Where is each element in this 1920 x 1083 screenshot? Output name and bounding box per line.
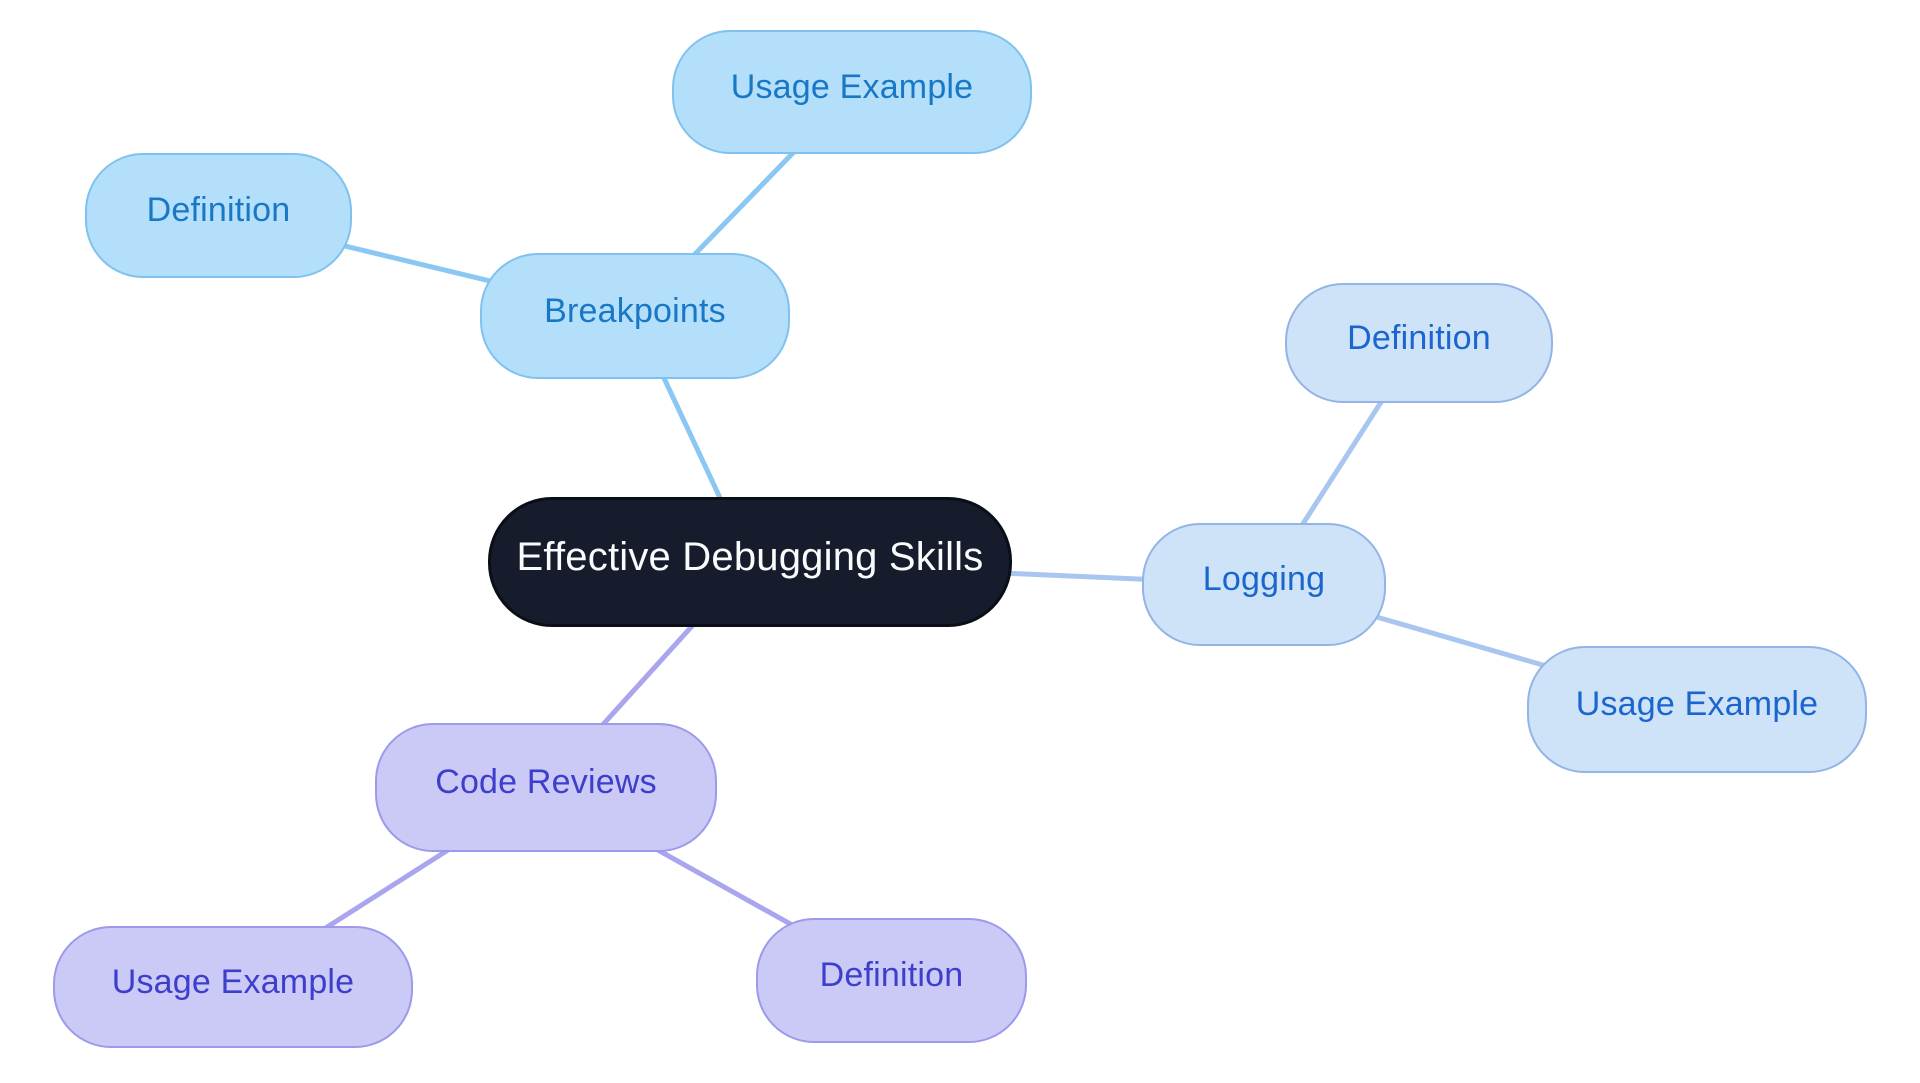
node-label: Logging: [1202, 560, 1326, 598]
node-logging[interactable]: Logging: [1142, 523, 1386, 646]
node-label: Definition: [146, 191, 291, 229]
node-label: Definition: [1347, 318, 1491, 357]
node-usage-right[interactable]: Usage Example: [1527, 646, 1867, 773]
node-label: Usage Example: [1575, 685, 1819, 723]
node-label: Effective Debugging Skills: [516, 534, 984, 579]
node-usage-top[interactable]: Usage Example: [672, 30, 1032, 154]
node-label: Code Reviews: [435, 763, 657, 801]
node-def-bottom[interactable]: Definition: [756, 918, 1027, 1043]
node-def-tl[interactable]: Definition: [85, 153, 352, 278]
node-root[interactable]: Effective Debugging Skills: [488, 497, 1012, 627]
node-label: Usage Example: [111, 962, 355, 1001]
node-usage-bl[interactable]: Usage Example: [53, 926, 413, 1048]
node-code-reviews[interactable]: Code Reviews: [375, 723, 717, 852]
node-def-right[interactable]: Definition: [1285, 283, 1553, 403]
node-label: Breakpoints: [544, 291, 726, 330]
node-label: Usage Example: [730, 67, 974, 106]
node-label: Definition: [819, 956, 964, 994]
node-breakpoints[interactable]: Breakpoints: [480, 253, 790, 379]
